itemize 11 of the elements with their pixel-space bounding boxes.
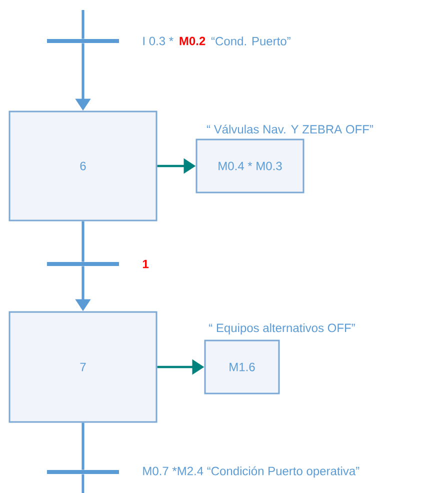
condition-label: M0.7 *M2.4 “Condición Puerto operativa” <box>143 466 360 478</box>
condition-label: “Cond. Puerto” <box>211 36 290 46</box>
condition-label: M0.2 <box>180 36 206 46</box>
step-box: 7 <box>8 311 158 423</box>
action-box: M1.6 <box>204 340 280 394</box>
step-box: 6 <box>8 110 158 222</box>
action-box: M0.4 * M0.3 <box>196 138 304 194</box>
action-heading: “ Válvulas Nav. Y ZEBRA OFF” <box>206 124 373 134</box>
condition-label: I 0.3 * <box>143 36 174 46</box>
condition-label: 1 <box>142 260 149 268</box>
action-heading: “ Equipos alternativos OFF” <box>209 323 355 335</box>
